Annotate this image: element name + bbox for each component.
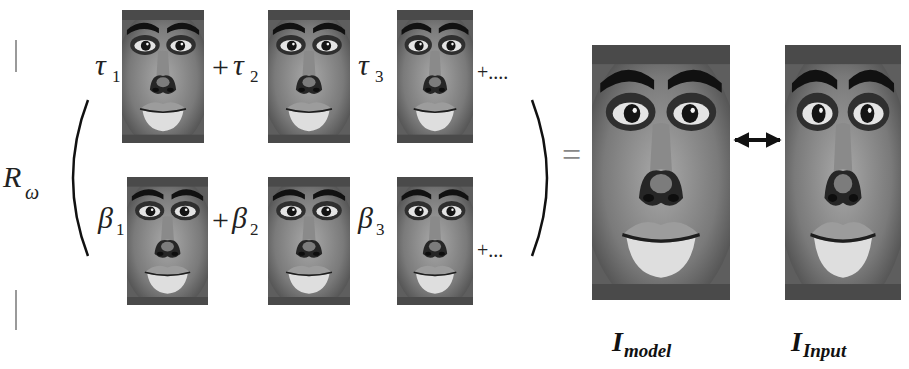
subscript: 1 (116, 221, 125, 238)
face-image (391, 7, 479, 150)
image-subscript: model (624, 340, 672, 361)
subscript: 3 (376, 221, 385, 238)
image-symbol: I (791, 326, 802, 357)
subscript: 2 (250, 68, 259, 85)
operator-symbol: R (3, 162, 21, 192)
face-image (261, 174, 356, 312)
subscript: ω (25, 182, 39, 202)
plus-sign: + (212, 205, 229, 235)
input-image-box: IInput (785, 45, 901, 360)
plus-sign: + (212, 52, 229, 82)
model-face-image (581, 39, 741, 313)
face-image (115, 7, 210, 150)
plus-ellipsis: +.... (477, 62, 508, 82)
image-caption: IInput (791, 328, 846, 356)
face-image (391, 174, 479, 312)
weight-symbol: τ (95, 50, 106, 80)
open-parenthesis (73, 100, 88, 256)
close-parenthesis (532, 100, 547, 256)
image-caption: Imodel (612, 328, 671, 356)
plus-ellipsis: +... (477, 240, 503, 260)
image-symbol: I (612, 326, 623, 357)
weight-symbol: β (358, 203, 373, 233)
image-subscript: Input (803, 340, 846, 361)
subscript: 3 (375, 68, 384, 85)
weight-symbol: β (232, 203, 247, 233)
weight-symbol: τ (358, 50, 369, 80)
model-image-box: Imodel (592, 45, 730, 360)
face-image (121, 174, 215, 312)
subscript: 1 (112, 68, 121, 85)
subscript: 2 (250, 221, 259, 238)
comparison-arrow (735, 138, 780, 142)
weight-symbol: β (98, 203, 113, 233)
equals-sign: = (562, 138, 581, 172)
bar-mark (15, 290, 17, 330)
input-face-image (776, 39, 909, 313)
face-image (261, 7, 356, 150)
bar-mark (15, 40, 17, 72)
weight-symbol: τ (233, 50, 244, 80)
